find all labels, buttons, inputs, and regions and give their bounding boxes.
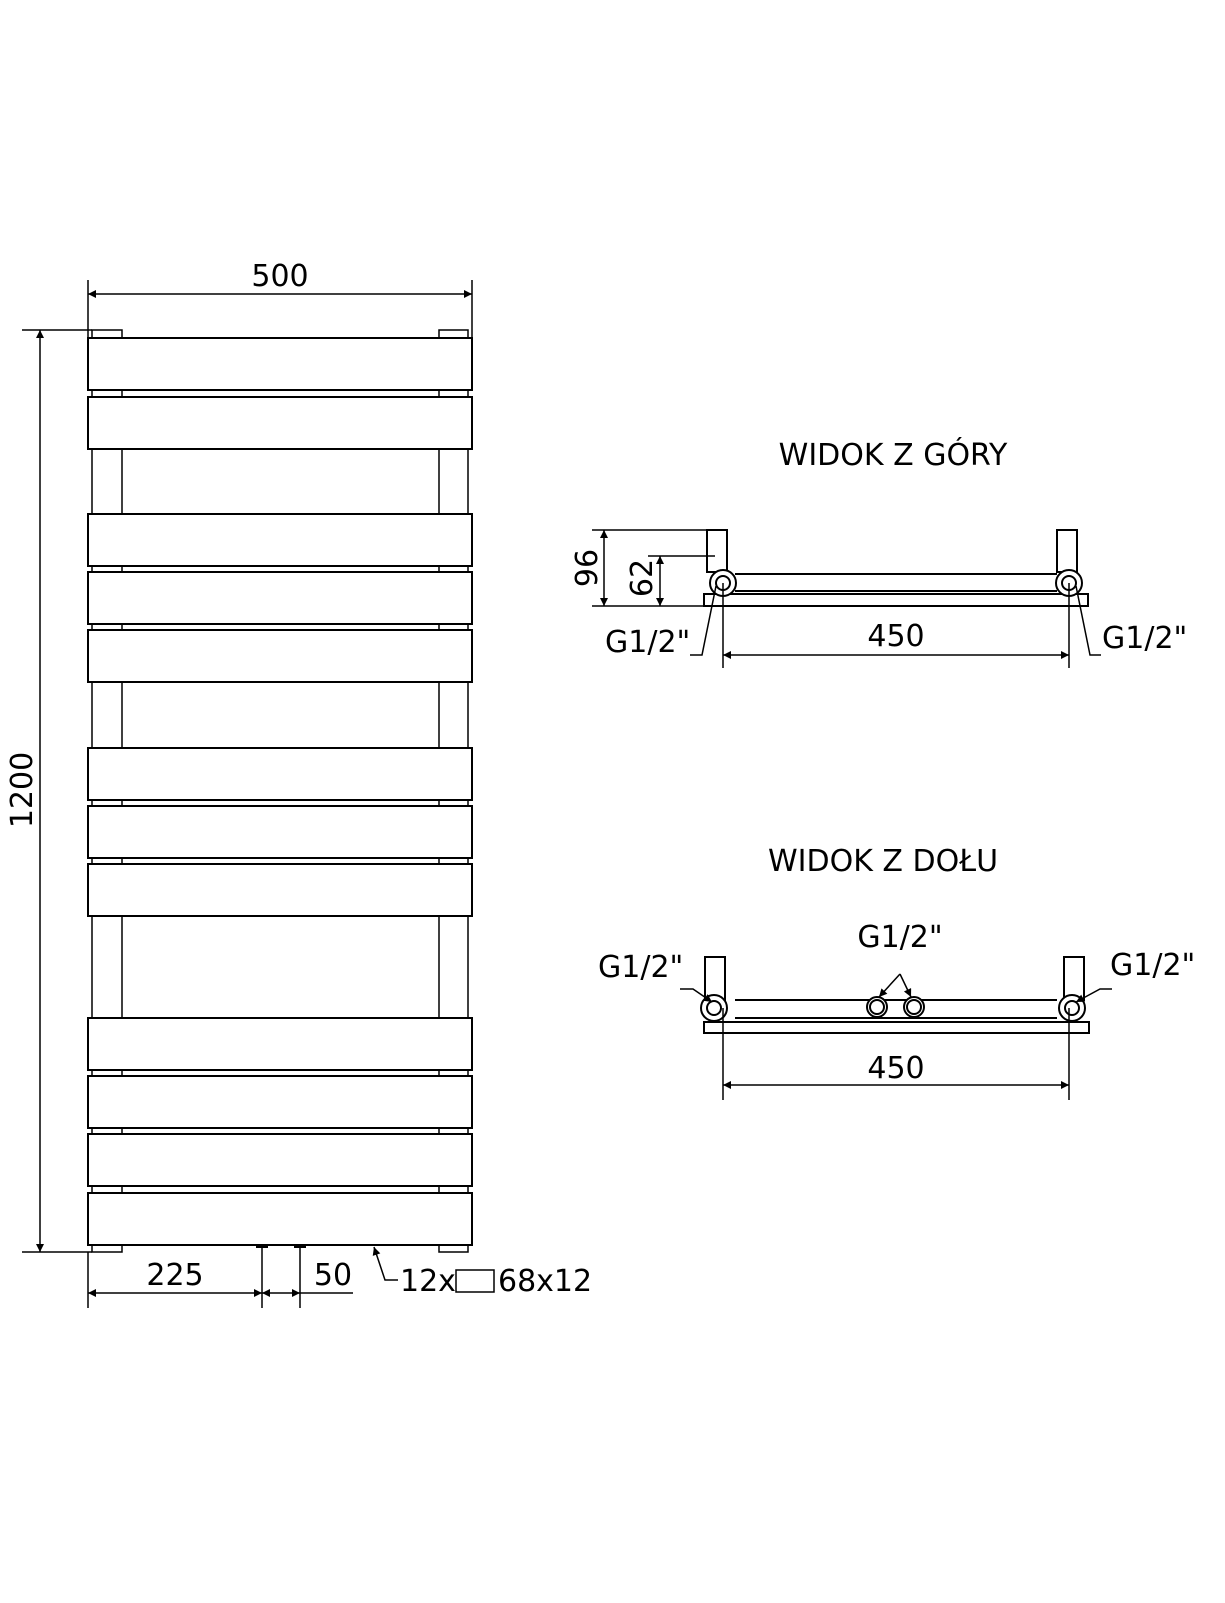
top-span-label: 450 <box>867 619 924 654</box>
rectangle-section-icon <box>455 1269 495 1293</box>
panel <box>87 1192 473 1246</box>
panel <box>87 513 473 567</box>
width-label: 500 <box>251 259 308 294</box>
panel-size-label: 68x12 <box>498 1264 592 1299</box>
panel <box>87 629 473 683</box>
connection-dimensions: 225 50 <box>87 1247 353 1308</box>
valve <box>704 956 726 1001</box>
height-dimension: 1200 <box>5 329 92 1253</box>
panel <box>87 1133 473 1187</box>
panel-callout: 12x 68x12 <box>372 1246 592 1299</box>
panel <box>87 396 473 450</box>
axis-label: 62 <box>625 559 660 597</box>
panel <box>87 571 473 625</box>
valve <box>706 529 728 573</box>
top-right-connection: G1/2" <box>1102 621 1187 656</box>
valve <box>1056 529 1078 573</box>
panel <box>87 337 473 391</box>
bottom-view: WIDOK Z DOŁU G1/2" G1/2" G1/2" 450 <box>598 844 1195 1100</box>
offset-label: 225 <box>146 1258 203 1293</box>
bottom-view-title: WIDOK Z DOŁU <box>768 844 998 879</box>
panel-count-label: 12x <box>400 1264 456 1299</box>
front-view: 500 1200 225 50 12x 68x12 <box>5 259 592 1308</box>
panels <box>87 337 473 1246</box>
panel <box>87 1017 473 1071</box>
bottom-center-connection: G1/2" <box>857 920 942 955</box>
panel <box>87 747 473 801</box>
valve <box>1063 956 1085 1001</box>
panel <box>87 1075 473 1129</box>
depth-label: 96 <box>570 549 605 587</box>
top-view: WIDOK Z GÓRY 96 62 450 G1/2" G1/2" <box>570 436 1187 668</box>
panel <box>87 863 473 917</box>
top-left-connection: G1/2" <box>605 625 690 660</box>
bottom-left-connection: G1/2" <box>598 950 683 985</box>
spacing-label: 50 <box>314 1258 352 1293</box>
top-view-title: WIDOK Z GÓRY <box>779 436 1008 473</box>
width-dimension: 500 <box>87 259 473 338</box>
bottom-right-connection: G1/2" <box>1110 948 1195 983</box>
panel <box>87 805 473 859</box>
height-label: 1200 <box>5 752 40 828</box>
bottom-span-label: 450 <box>867 1051 924 1086</box>
